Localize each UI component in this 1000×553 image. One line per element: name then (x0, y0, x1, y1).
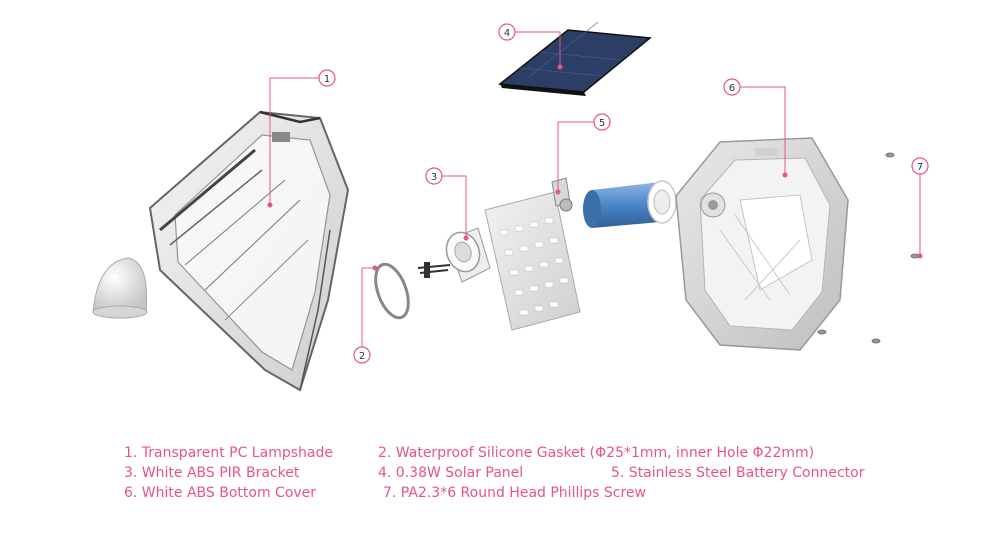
solar-panel-part (498, 21, 652, 96)
gasket-part (374, 262, 410, 320)
leader-2 (361, 267, 375, 347)
leader-1 (269, 77, 320, 205)
callout-5: 5 (593, 113, 611, 131)
battery-cell (583, 180, 677, 228)
callout-lines (269, 31, 921, 347)
callout-2: 2 (353, 346, 371, 364)
legend-item-6: 6. White ABS Bottom Cover (124, 485, 317, 501)
callout-number: 5 (599, 118, 605, 129)
pir-dome (92, 257, 148, 319)
bottom-cover-part (675, 137, 849, 351)
callout-number: 1 (324, 74, 330, 85)
legend-item-5: 5. Stainless Steel Battery Connector (611, 465, 865, 481)
leader-4 (515, 31, 561, 67)
legend-item-4: 4. 0.38W Solar Panel (378, 465, 524, 481)
leader-6 (740, 86, 786, 175)
battery-connector-part (551, 177, 573, 212)
callout-number: 2 (359, 351, 365, 362)
screws-part (817, 152, 920, 344)
callout-dots (267, 64, 923, 271)
pir-bracket-part (417, 227, 491, 283)
callout-1: 1 (318, 69, 336, 87)
callout-6: 6 (723, 78, 741, 96)
callout-7: 7 (911, 157, 929, 175)
leader-5 (557, 121, 594, 192)
legend-item-7: 7. PA2.3*6 Round Head Phillips Screw (383, 485, 646, 501)
callout-4: 4 (498, 23, 516, 41)
callout-number: 6 (729, 83, 735, 94)
led-board-part (484, 191, 581, 331)
callout-3: 3 (425, 167, 443, 185)
legend-item-2: 2. Waterproof Silicone Gasket (Φ25*1mm, … (378, 445, 815, 461)
callout-number: 3 (431, 172, 437, 183)
callout-number: 4 (504, 28, 510, 39)
callout-number: 7 (917, 162, 923, 173)
legend-item-3: 3. White ABS PIR Bracket (124, 465, 300, 481)
lampshade-part (148, 110, 350, 392)
leader-3 (442, 175, 467, 238)
legend-item-1: 1. Transparent PC Lampshade (124, 445, 333, 461)
